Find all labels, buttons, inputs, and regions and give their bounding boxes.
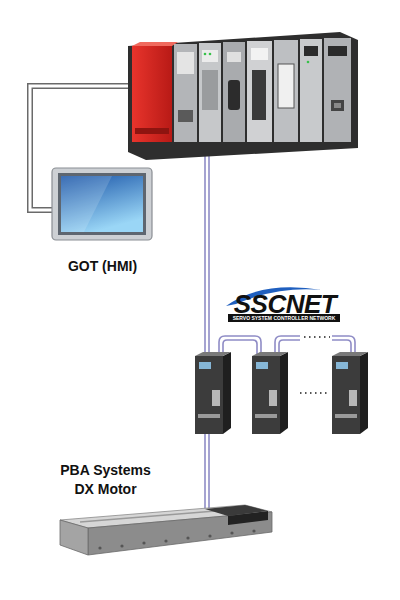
amp-front [195, 356, 223, 434]
io-module [247, 41, 272, 142]
logo-bar [228, 314, 340, 322]
base-unit [128, 32, 358, 160]
status-led [307, 61, 310, 64]
amp-label [198, 414, 220, 418]
network-cable [205, 150, 355, 512]
amp-top [252, 352, 288, 356]
amp-display [256, 362, 268, 369]
network-cable [204, 150, 206, 356]
terminal-connector [278, 64, 294, 108]
amp-display [336, 362, 348, 369]
module-panel [251, 48, 268, 60]
motor-end [60, 520, 88, 555]
network-cable [332, 340, 351, 354]
amp-connector [269, 390, 277, 406]
motor-cable [208, 432, 210, 512]
network-cable [279, 340, 300, 354]
motion-cpu-module [199, 43, 221, 142]
io-module [300, 39, 322, 142]
amp-connector [212, 390, 220, 406]
network-logo-subtitle: SERVO SYSTEM CONTROLLER NETWORK [228, 315, 340, 322]
linear-motor [60, 505, 272, 555]
amp-side [223, 352, 231, 434]
amp-top [332, 352, 368, 356]
continuation-dots [300, 337, 330, 393]
motor-cable [204, 432, 206, 512]
hmi-monitor [52, 168, 152, 240]
servo-amplifier [195, 352, 231, 434]
amp-front [332, 356, 360, 434]
network-module [324, 38, 351, 142]
mounting-hole [186, 536, 189, 539]
monitor-bezel [58, 173, 146, 235]
mounting-holes [98, 529, 255, 549]
continuation-dots [304, 336, 330, 338]
network-cable [219, 336, 261, 354]
network-cable [275, 336, 300, 354]
plc-rack [128, 32, 358, 160]
continuation-dots [300, 392, 328, 394]
power-module-top [132, 42, 178, 46]
amp-label [335, 414, 357, 418]
node-label: GOT (HMI) [45, 258, 160, 275]
module-display [304, 46, 318, 56]
io-module [223, 42, 245, 142]
motor-carriage [228, 511, 268, 525]
cpu-module [174, 44, 197, 142]
mounting-hole [230, 531, 233, 534]
cpu-panel [177, 52, 194, 74]
io-module [274, 40, 298, 142]
servo-amplifier [252, 352, 288, 434]
mounting-hole [142, 541, 145, 544]
dsub-connector [252, 70, 266, 120]
network-cable [208, 150, 210, 356]
hmi-node: GOT (HMI) [45, 160, 160, 275]
power-module [132, 46, 172, 142]
mounting-hole [120, 544, 123, 547]
amp-front [252, 356, 280, 434]
ethernet-port-socket [334, 103, 341, 108]
module-panel [227, 52, 241, 62]
amp-side [360, 352, 368, 434]
amp-side [280, 352, 288, 434]
monitor-frame [52, 168, 152, 240]
status-led [209, 53, 212, 56]
amp-top [195, 352, 231, 356]
monitor-screen [61, 176, 143, 232]
mounting-hole [98, 546, 101, 549]
network-cable [223, 340, 257, 354]
amp-connector [349, 390, 357, 406]
network-logo-text: SSCNET [226, 290, 344, 318]
mounting-hole [164, 539, 167, 542]
node-label: PBA Systems DX Motor [58, 461, 153, 499]
module-panel [202, 70, 218, 110]
cpu-port [178, 110, 193, 122]
network-cable [332, 336, 355, 354]
module-panel [202, 50, 218, 62]
amp-label [255, 414, 277, 418]
module-display [328, 46, 347, 56]
status-led [204, 53, 207, 56]
screen-glare [61, 176, 112, 232]
mounting-hole [208, 534, 211, 537]
mounting-hole [252, 529, 255, 532]
ethernet-port [331, 100, 344, 111]
servo-amplifier [332, 352, 368, 434]
amp-display [199, 362, 211, 369]
motor-node: PBA Systems DX Motor [55, 460, 280, 565]
power-module-stripe [135, 128, 169, 134]
round-connector [228, 80, 240, 110]
